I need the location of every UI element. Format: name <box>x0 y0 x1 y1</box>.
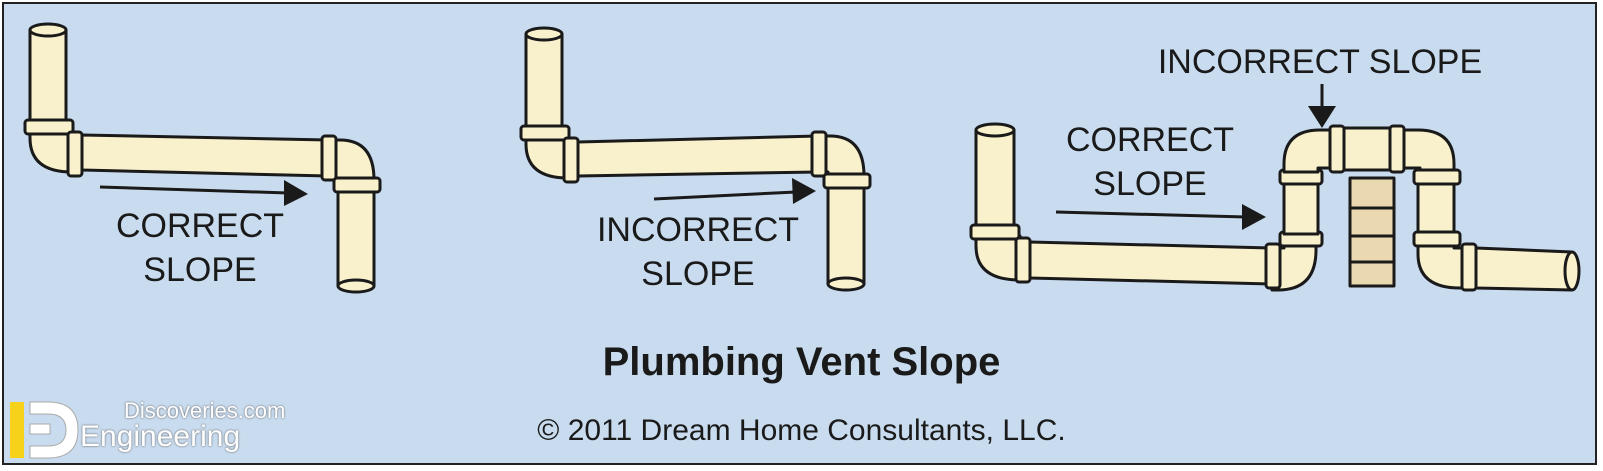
label-line: INCORRECT SLOPE <box>1157 43 1483 81</box>
label-line: SLOPE <box>641 255 755 293</box>
slope-arrow-2 <box>653 178 816 204</box>
label-correct-slope-3: CORRECT SLOPE <box>1050 118 1250 206</box>
pipe-assembly-correct-1 <box>23 22 382 294</box>
pipe-assembly-correct-3 <box>969 122 1581 292</box>
label-line: SLOPE <box>143 251 257 289</box>
logo-mark <box>10 401 79 459</box>
label-line: CORRECT <box>115 207 285 245</box>
diagram-panel <box>2 2 1597 465</box>
slope-arrow-3 <box>1055 204 1266 230</box>
watermark-line2: Engineering <box>80 420 241 453</box>
slope-arrow-1 <box>99 180 308 206</box>
diagram-title: Plumbing Vent Slope <box>602 340 1001 384</box>
watermark-line1: Discoveries.com <box>124 398 286 423</box>
label-incorrect-slope-top: INCORRECT SLOPE <box>1130 40 1510 84</box>
label-line: CORRECT <box>1065 121 1235 159</box>
label-correct-slope-1: CORRECT SLOPE <box>100 204 300 292</box>
pipe-assembly-incorrect <box>519 26 872 292</box>
incorrect-slope-pointer <box>1308 84 1336 128</box>
label-line: SLOPE <box>1093 165 1207 203</box>
label-incorrect-slope-2: INCORRECT SLOPE <box>578 208 818 296</box>
copyright-credit: © 2011 Dream Home Consultants, LLC. <box>537 414 1066 447</box>
label-line: INCORRECT <box>596 211 800 249</box>
wall-block <box>1348 176 1396 288</box>
